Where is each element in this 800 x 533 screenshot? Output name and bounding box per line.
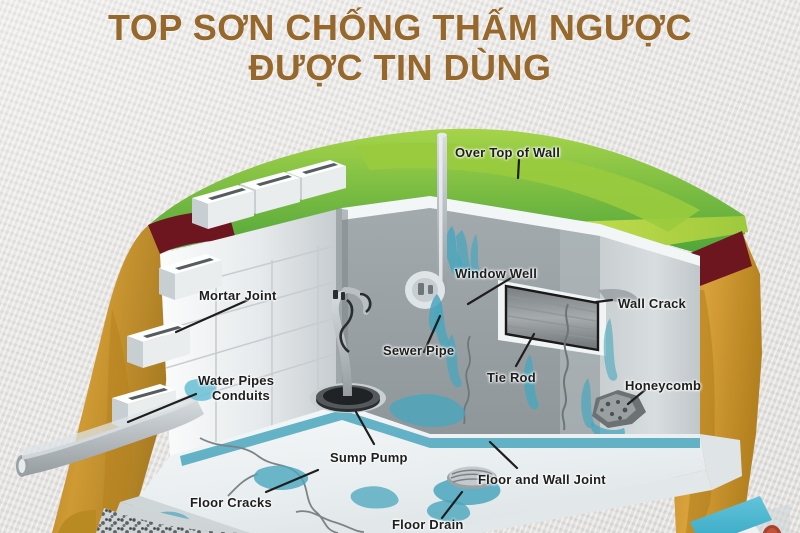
callout-leader-lines: [126, 158, 647, 520]
title-line-2: ĐƯỢC TIN DÙNG: [248, 47, 552, 89]
sump-pump-pit: [310, 383, 386, 413]
label-floor-cracks: Floor Cracks: [190, 495, 272, 510]
soil-under-footing: [58, 510, 96, 533]
floor-slab-edge-left: [120, 496, 250, 533]
floor-water-puddles: [147, 394, 471, 531]
label-floor-drain: Floor Drain: [392, 517, 464, 532]
drain-tile-assembly: [690, 496, 790, 533]
label-sewer-pipe: Sewer Pipe: [383, 343, 455, 358]
label-window-well: Window Well: [455, 266, 538, 281]
label-honeycomb: Honeycomb: [625, 378, 702, 393]
label-floor-and-wall-joint: Floor and Wall Joint: [478, 472, 606, 487]
vent-pipe-tall: [437, 132, 447, 292]
tie-rod-marks: [333, 290, 345, 300]
label-tie-rod: Tie Rod: [487, 370, 536, 385]
label-water-pipes-line1: Water Pipes: [198, 373, 275, 388]
label-water-pipes-conduits: Water Pipes Conduits: [198, 373, 275, 403]
title-line-1: TOP SƠN CHỐNG THẤM NGƯỢC: [108, 7, 692, 48]
gravel-bed-left: [96, 508, 252, 533]
page-title: TOP SƠN CHỐNG THẤM NGƯỢC ĐƯỢC TIN DÙNG: [0, 7, 800, 89]
floor-slab-edge-right: [700, 434, 742, 490]
window-well-opening: [498, 280, 640, 356]
label-mortar-joint: Mortar Joint: [199, 288, 277, 303]
floor-wall-joint-water: [180, 410, 700, 466]
wall-crack-line: [561, 303, 569, 431]
label-wall-crack: Wall Crack: [618, 296, 686, 311]
water-wedge-right: [690, 496, 772, 533]
water-supply-pipe: [16, 392, 204, 477]
water-stain-group: [435, 226, 618, 429]
label-sump-pump: Sump Pump: [330, 450, 408, 465]
sewer-pipe-penetration: [405, 271, 445, 333]
diagram-illustration: [16, 128, 790, 533]
label-water-pipes-line2: Conduits: [212, 387, 270, 403]
topsoil-layer-right: [688, 231, 752, 286]
label-over-top-of-wall: Over Top of Wall: [455, 145, 561, 160]
conduit-cable: [339, 298, 354, 354]
basement-waterproofing-diagram: Over Top of Wall Window Well Wall Crack …: [0, 104, 800, 533]
floor-drain: [433, 466, 501, 506]
floor-slab-front: [250, 470, 712, 533]
